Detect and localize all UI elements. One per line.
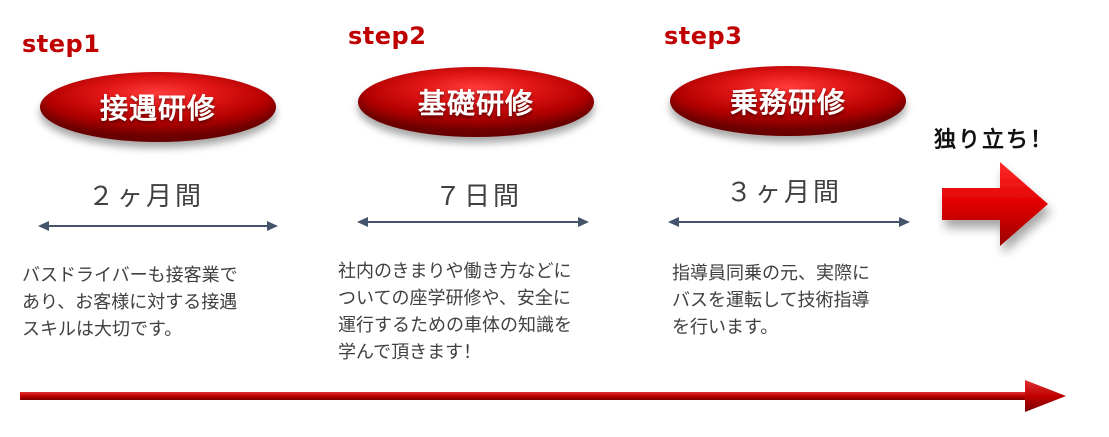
step2-duration: ７日間 [435,182,523,212]
step2-span-arrow [357,217,589,227]
step3-description-line: 指導員同乗の元、実際に [672,263,870,284]
step3-description-line: バスを運転して技術指導 [672,290,870,311]
step1-label: step1 [22,30,101,58]
step2-description-line: 運行するための車体の知識を [338,315,572,336]
step1-span-arrow [38,221,278,231]
step1-description-line: あり、お客様に対する接遇 [22,292,238,313]
step3-span-arrow [668,217,910,227]
step2-description-line: 社内のきまりや働き方などに [338,261,572,282]
step2-label: step2 [348,22,427,50]
step2-description-line: 学んで頂きます！ [338,342,482,363]
step3-title: 乗務研修 [729,86,846,119]
goal-arrow-icon [942,162,1048,246]
step1-description-line: スキルは大切です。 [22,319,183,340]
step2-title: 基礎研修 [417,87,534,120]
goal-label: 独り立ち！ [934,128,1055,153]
step3-description: 指導員同乗の元、実際に バスを運転して技術指導 を行います。 [672,260,870,341]
timeline-arrow [20,380,1066,412]
step1-title-pill: 接遇研修 [40,72,276,142]
step1-title: 接遇研修 [99,92,216,125]
step1-duration: ２ヶ月間 [88,182,205,212]
step3-title-pill: 乗務研修 [670,66,906,136]
step2-description-line: ついての座学研修や、安全に [338,288,571,309]
step2-title-pill: 基礎研修 [358,67,594,137]
step1-description: バスドライバーも接客業で あり、お客様に対する接遇 スキルは大切です。 [22,262,238,343]
step1-description-line: バスドライバーも接客業で [22,265,238,286]
step2-description: 社内のきまりや働き方などに ついての座学研修や、安全に 運行するための車体の知識… [338,258,572,366]
step3-label: step3 [664,22,743,50]
step3-description-line: を行います。 [672,317,779,338]
step3-duration: ３ヶ月間 [726,178,843,208]
